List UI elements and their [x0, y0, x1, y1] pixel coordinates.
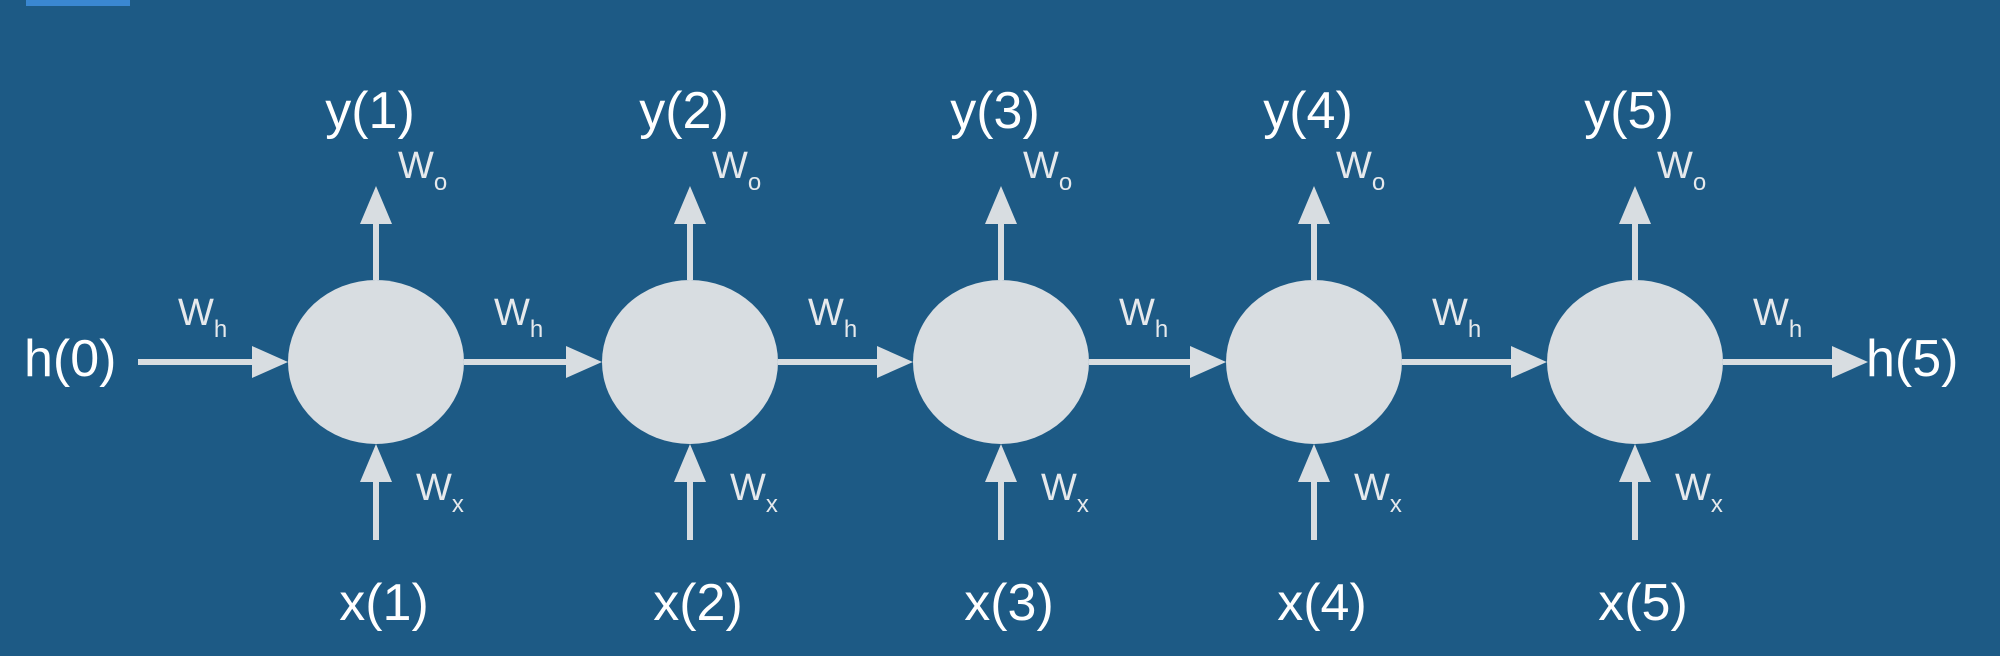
weight-subscript: o: [1693, 169, 1706, 196]
weight-label-h-2: Wh: [808, 292, 857, 343]
weight-symbol: W: [1336, 145, 1372, 187]
hidden-arrow-1-arrowhead: [566, 346, 602, 378]
input-label-1: x(1): [339, 574, 429, 632]
output-arrow-4-arrowhead: [1298, 186, 1330, 224]
rnn-cell-4: [1226, 280, 1402, 444]
weight-label-x-1: Wx: [416, 467, 464, 518]
weight-subscript: o: [1059, 169, 1072, 196]
weight-subscript: x: [452, 491, 464, 518]
weight-symbol: W: [1354, 467, 1390, 509]
weight-symbol: W: [1432, 292, 1468, 334]
output-label-1: y(1): [325, 82, 415, 140]
rnn-cell-1: [288, 280, 464, 444]
weight-label-x-4: Wx: [1354, 467, 1402, 518]
weight-symbol: W: [1023, 145, 1059, 187]
hidden-arrow-4-arrowhead: [1511, 346, 1547, 378]
weight-subscript: o: [748, 169, 761, 196]
weight-label-x-3: Wx: [1041, 467, 1089, 518]
weight-symbol: W: [416, 467, 452, 509]
weight-subscript: h: [1789, 316, 1802, 343]
output-arrow-5-arrowhead: [1619, 186, 1651, 224]
weight-label-x-5: Wx: [1675, 467, 1723, 518]
hidden-arrow-5-arrowhead: [1832, 346, 1868, 378]
h-end-label: h(5): [1866, 330, 1958, 388]
weight-label-o-5: Wo: [1657, 145, 1706, 196]
rnn-cell-5: [1547, 280, 1723, 444]
weight-label-h-4: Wh: [1432, 292, 1481, 343]
input-arrow-2-arrowhead: [674, 444, 706, 482]
output-arrow-2-arrowhead: [674, 186, 706, 224]
weight-subscript: h: [214, 316, 227, 343]
output-label-3: y(3): [950, 82, 1040, 140]
weight-label-h-3: Wh: [1119, 292, 1168, 343]
weight-subscript: h: [1155, 316, 1168, 343]
weight-symbol: W: [1657, 145, 1693, 187]
input-label-5: x(5): [1598, 574, 1688, 632]
weight-symbol: W: [730, 467, 766, 509]
input-label-2: x(2): [653, 574, 743, 632]
output-label-2: y(2): [639, 82, 729, 140]
hidden-arrow-3-arrowhead: [1190, 346, 1226, 378]
weight-symbol: W: [712, 145, 748, 187]
labels: h(0)WhWxx(1)Woy(1)WhWxx(2)Woy(2)WhWxx(3)…: [24, 82, 1958, 632]
input-arrow-1-arrowhead: [360, 444, 392, 482]
rnn-cell-2: [602, 280, 778, 444]
input-arrow-5-arrowhead: [1619, 444, 1651, 482]
output-arrow-3-arrowhead: [985, 186, 1017, 224]
weight-subscript: o: [1372, 169, 1385, 196]
weight-symbol: W: [398, 145, 434, 187]
weight-label-h-5: Wh: [1753, 292, 1802, 343]
weight-subscript: h: [530, 316, 543, 343]
output-label-5: y(5): [1584, 82, 1674, 140]
hidden-arrow-2-arrowhead: [877, 346, 913, 378]
weight-label-h-1: Wh: [494, 292, 543, 343]
weight-symbol: W: [1119, 292, 1155, 334]
weight-subscript: x: [1077, 491, 1089, 518]
output-label-4: y(4): [1263, 82, 1353, 140]
rnn-cells: [288, 280, 1723, 444]
weight-symbol: W: [1041, 467, 1077, 509]
weight-symbol: W: [494, 292, 530, 334]
h-start-label: h(0): [24, 330, 116, 388]
weight-label-o-3: Wo: [1023, 145, 1072, 196]
weight-subscript: h: [844, 316, 857, 343]
weight-label-x-2: Wx: [730, 467, 778, 518]
weight-label-o-4: Wo: [1336, 145, 1385, 196]
rnn-cell-3: [913, 280, 1089, 444]
weight-subscript: x: [766, 491, 778, 518]
weight-symbol: W: [178, 292, 214, 334]
weight-subscript: x: [1711, 491, 1723, 518]
weight-symbol: W: [1675, 467, 1711, 509]
weight-label-h-0: Wh: [178, 292, 227, 343]
corner-tab: [26, 0, 130, 6]
weight-symbol: W: [1753, 292, 1789, 334]
input-arrow-3-arrowhead: [985, 444, 1017, 482]
input-label-4: x(4): [1277, 574, 1367, 632]
connections: [138, 186, 1868, 540]
hidden-arrow-0-arrowhead: [252, 346, 288, 378]
weight-subscript: h: [1468, 316, 1481, 343]
weight-label-o-2: Wo: [712, 145, 761, 196]
weight-label-o-1: Wo: [398, 145, 447, 196]
weight-subscript: x: [1390, 491, 1402, 518]
input-label-3: x(3): [964, 574, 1054, 632]
weight-subscript: o: [434, 169, 447, 196]
weight-symbol: W: [808, 292, 844, 334]
input-arrow-4-arrowhead: [1298, 444, 1330, 482]
output-arrow-1-arrowhead: [360, 186, 392, 224]
